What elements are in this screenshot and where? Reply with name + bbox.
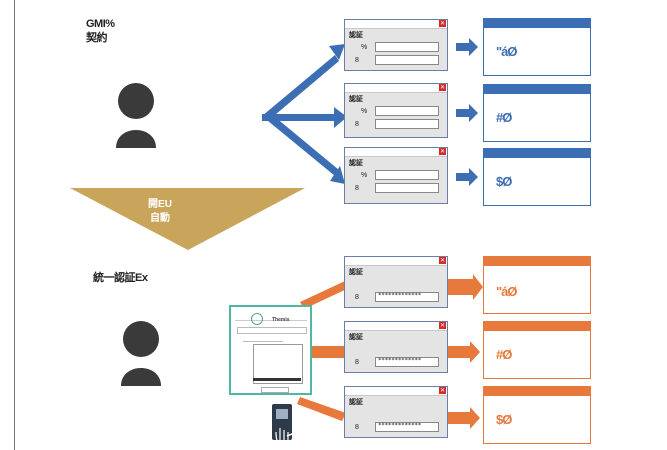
close-icon[interactable]: ✕ (439, 387, 446, 394)
blue-small-arrows (456, 38, 478, 186)
login-dialog-autofill: ✕ 認証 8 ************* (344, 321, 448, 373)
login-dialog: ✕ 認証 % 8 (344, 147, 448, 204)
screenshot-button (261, 387, 289, 393)
user-person-icon-bottom (121, 321, 161, 386)
result-box-blue: #Ø (483, 84, 591, 142)
password-field[interactable]: ************* (375, 422, 439, 432)
fingerprint-scanner-icon (272, 404, 298, 447)
result-box-orange: $Ø (483, 386, 591, 444)
gold-funnel-triangle (70, 188, 305, 250)
close-icon[interactable]: ✕ (439, 84, 446, 91)
blue-branch-arrows (262, 44, 347, 184)
close-icon[interactable]: ✕ (439, 20, 446, 27)
password-field[interactable] (375, 183, 439, 193)
theme-title: Themis (272, 317, 290, 323)
password-field[interactable]: ************* (375, 292, 439, 302)
password-field[interactable] (375, 119, 439, 129)
triangle-label: 開EU 自動 (148, 199, 172, 224)
username-field[interactable] (375, 170, 439, 180)
app-logo-icon (251, 313, 263, 325)
close-icon[interactable]: ✕ (439, 322, 446, 329)
bottom-user-label: 統一認証Ex (93, 272, 148, 284)
result-box-blue: "áØ (483, 18, 591, 76)
password-field[interactable]: ************* (375, 357, 439, 367)
login-dialog: ✕ 認証 % 8 (344, 83, 448, 138)
login-dialog-autofill: ✕ 認証 8 ************* (344, 386, 448, 438)
left-divider-line (14, 0, 15, 450)
top-user-label: GMI% 契約 (86, 18, 115, 44)
result-box-orange: "áØ (483, 256, 591, 314)
login-dialog-autofill: ✕ 認証 8 ************* (344, 256, 448, 308)
close-icon[interactable]: ✕ (439, 148, 446, 155)
fingerprint-panel (253, 344, 303, 384)
result-box-blue: $Ø (483, 148, 591, 206)
close-icon[interactable]: ✕ (439, 257, 446, 264)
username-field[interactable] (375, 42, 439, 52)
sso-client-screenshot: Themis (229, 305, 312, 395)
password-field[interactable] (375, 55, 439, 65)
result-box-orange: #Ø (483, 321, 591, 379)
login-dialog: ✕ 認証 % 8 (344, 19, 448, 71)
user-person-icon-top (116, 83, 156, 148)
username-field[interactable] (375, 106, 439, 116)
